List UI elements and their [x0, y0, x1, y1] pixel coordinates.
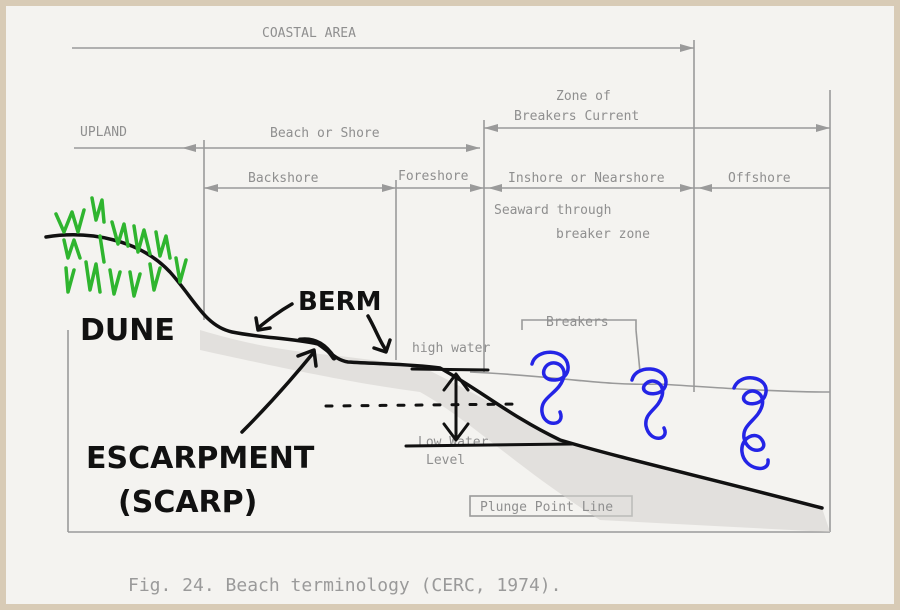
label-upland: UPLAND	[80, 125, 127, 140]
label-inshore: Inshore or Nearshore	[508, 171, 665, 186]
label-berm: BERM	[298, 287, 381, 317]
printed-figure	[67, 40, 831, 533]
label-zone-of: Zone of	[556, 89, 611, 104]
dashed-water-line	[324, 402, 522, 408]
wave-icon-2	[630, 367, 668, 440]
wave-icon-1	[530, 350, 570, 425]
escarpment-arrow	[240, 350, 316, 434]
berm-arrow-right	[366, 314, 388, 352]
label-beach-or-shore: Beach or Shore	[270, 126, 380, 141]
label-seaward-through: Seaward through	[494, 203, 611, 218]
label-scarp: (SCARP)	[118, 485, 257, 520]
label-breakers: Breakers	[546, 315, 609, 330]
berm-arrow-left	[256, 302, 294, 330]
dune-grass-icon	[54, 196, 188, 298]
label-offshore: Offshore	[728, 171, 791, 186]
label-coastal-area: COASTAL AREA	[262, 26, 356, 41]
wave-icon-3	[732, 376, 770, 471]
sand-shading	[200, 330, 830, 532]
label-high-water: high water	[412, 341, 490, 356]
profile-line	[44, 233, 824, 510]
wave-icons	[530, 350, 770, 471]
label-low-water-level: Level	[426, 453, 465, 468]
figure-caption: Fig. 24. Beach terminology (CERC, 1974).	[128, 575, 561, 596]
high-water-mark	[410, 367, 490, 372]
label-breaker-zone: breaker zone	[556, 227, 650, 242]
label-foreshore: Foreshore	[398, 169, 469, 184]
label-breakers-current: Breakers Current	[514, 109, 639, 124]
label-plunge-point: Plunge Point Line	[480, 500, 613, 515]
label-backshore: Backshore	[248, 171, 319, 186]
label-escarpment: ESCARPMENT	[86, 441, 315, 476]
hand-drawn-profile	[44, 233, 824, 510]
low-water-line	[404, 442, 574, 448]
label-dune: DUNE	[80, 313, 175, 348]
